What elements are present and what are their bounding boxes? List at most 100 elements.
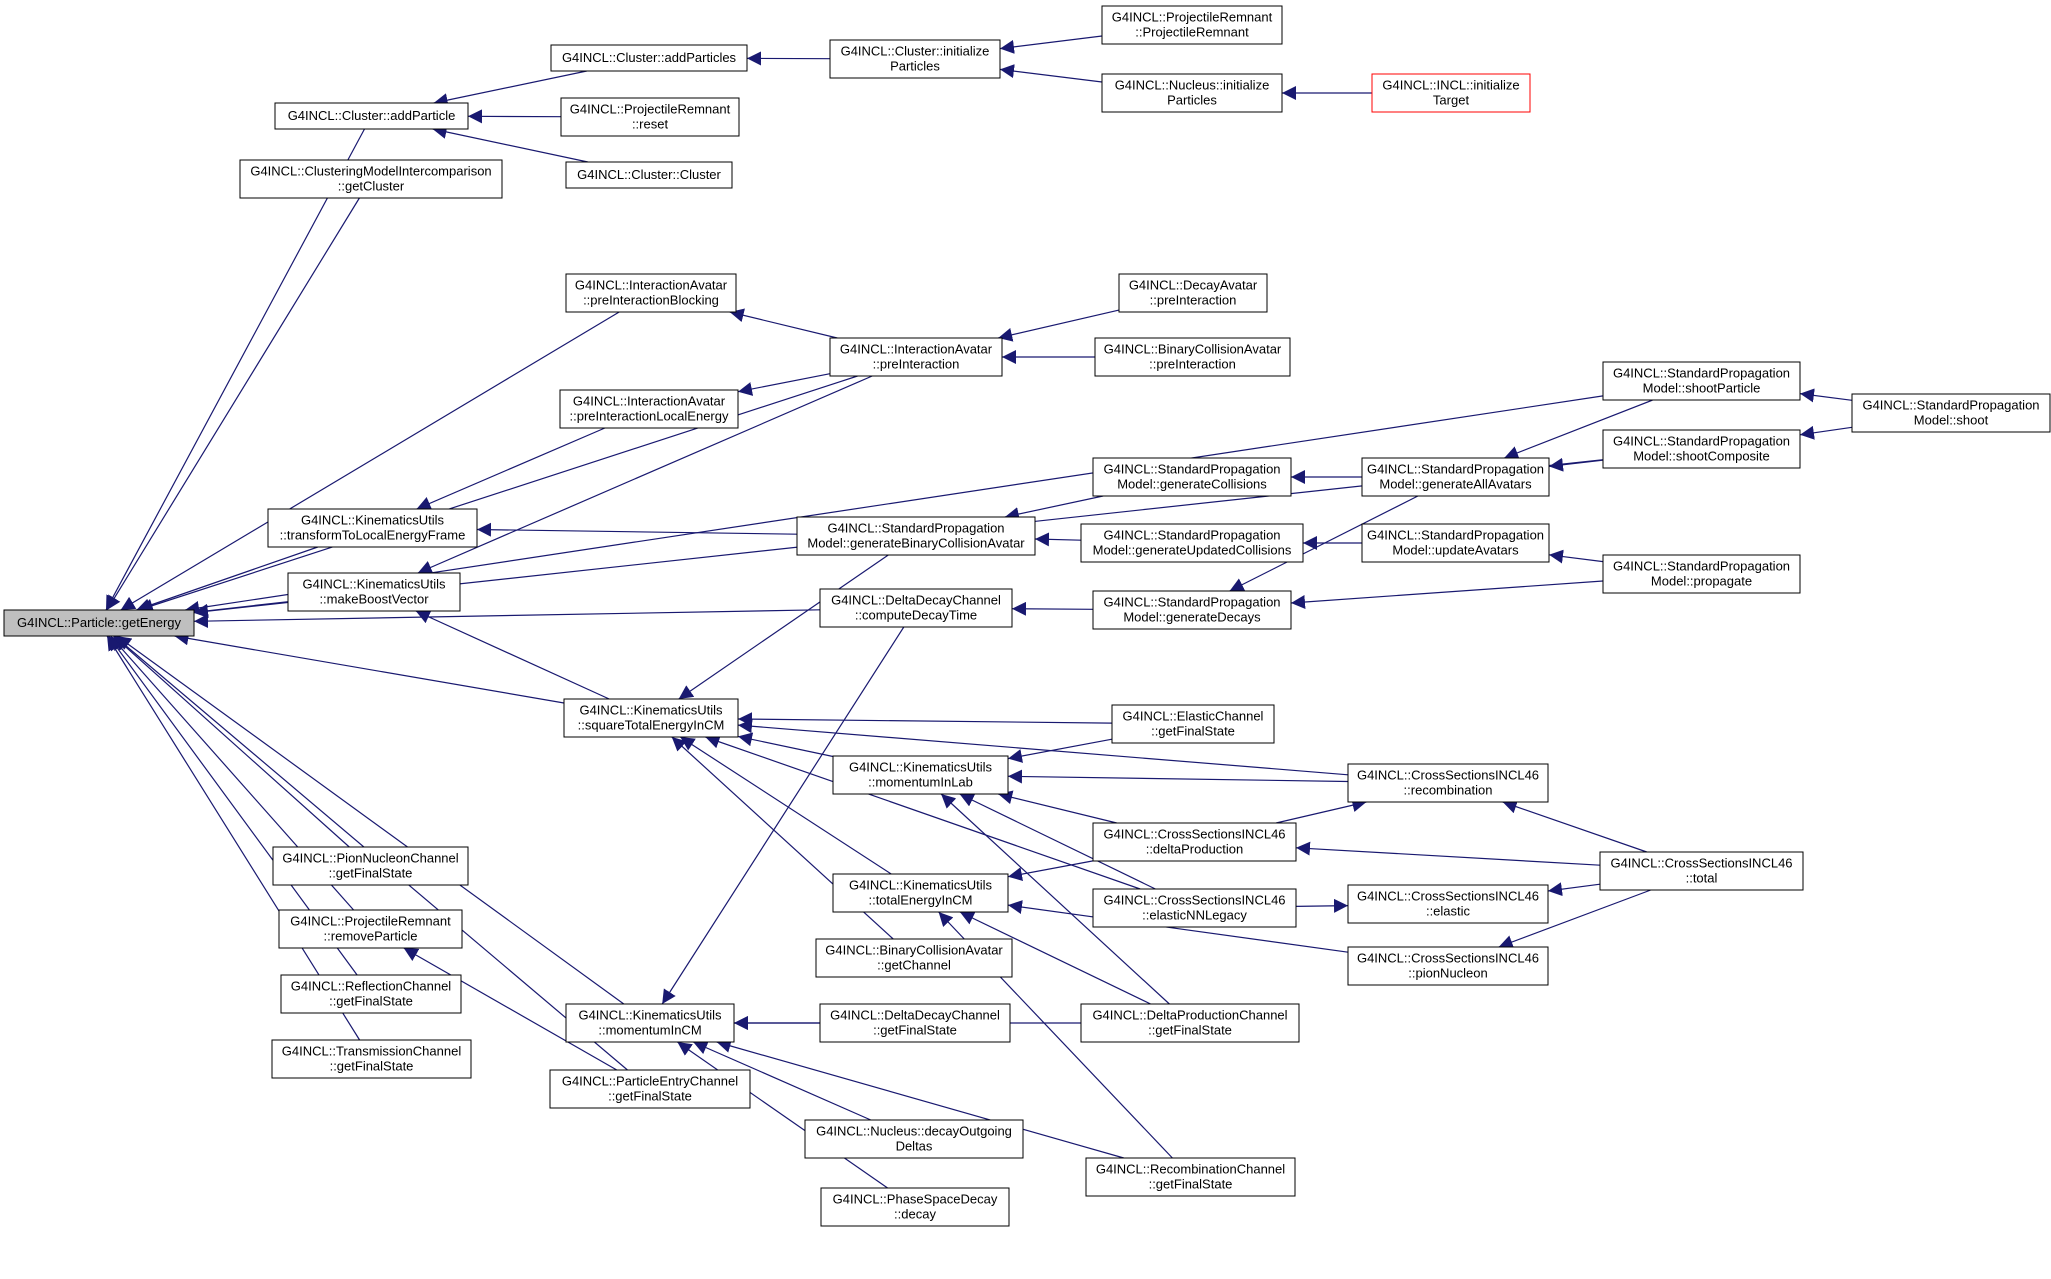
graph-node-cl_addParticle[interactable]: G4INCL::Cluster::addParticle	[274, 102, 469, 130]
graph-node-ec_final[interactable]: G4INCL::ElasticChannel::getFinalState	[1111, 704, 1275, 744]
graph-node-pr_reset[interactable]: G4INCL::ProjectileRemnant::reset	[560, 97, 740, 137]
graph-node-cl_ctor[interactable]: G4INCL::Cluster::Cluster	[565, 161, 733, 189]
node-box	[1101, 5, 1283, 45]
node-box	[829, 39, 1001, 79]
call-edge-nu_initParticles-to-cl_initParticles	[999, 64, 1103, 83]
node-label-line: G4INCL::KinematicsUtils	[849, 760, 993, 775]
call-edge-spm_propagate-to-spm_genDecays	[1290, 580, 1604, 609]
graph-node-ku_totalE[interactable]: G4INCL::KinematicsUtils::totalEnergyInCM	[832, 873, 1009, 913]
graph-node-cl_addParticles[interactable]: G4INCL::Cluster::addParticles	[550, 44, 748, 72]
node-box	[1094, 337, 1291, 377]
node-label-line: ::decay	[894, 1207, 936, 1222]
graph-node-pr_ctor[interactable]: G4INCL::ProjectileRemnant::ProjectileRem…	[1101, 5, 1283, 45]
node-box	[1602, 429, 1801, 469]
graph-node-ddc_decayTime[interactable]: G4INCL::DeltaDecayChannel::computeDecayT…	[819, 588, 1013, 628]
graph-node-ku_boost[interactable]: G4INCL::KinematicsUtils::makeBoostVector	[287, 572, 461, 612]
graph-node-ddc_final[interactable]: G4INCL::DeltaDecayChannel::getFinalState	[819, 1003, 1011, 1043]
graph-node-spm_genUpdated[interactable]: G4INCL::StandardPropagationModel::genera…	[1080, 523, 1304, 563]
graph-node-bca_pre[interactable]: G4INCL::BinaryCollisionAvatar::preIntera…	[1094, 337, 1291, 377]
node-label-line: Model::generateAllAvatars	[1379, 477, 1532, 492]
graph-node-pec_final[interactable]: G4INCL::ParticleEntryChannel::getFinalSt…	[549, 1069, 751, 1109]
node-label-line: G4INCL::DecayAvatar	[1129, 278, 1258, 293]
graph-node-rc_final[interactable]: G4INCL::ReflectionChannel::getFinalState	[280, 974, 462, 1014]
node-box	[1111, 704, 1275, 744]
call-edge-spm_genBCA-to-ku_toLocal	[476, 522, 798, 537]
call-edge-ia_pre-to-ia_preBlocking	[729, 308, 838, 339]
graph-node-cs_recomb[interactable]: G4INCL::CrossSectionsINCL46::recombinati…	[1347, 763, 1549, 803]
call-edge-cs_deltaProd-to-ku_totalE	[1007, 860, 1094, 882]
graph-node-ia_pre[interactable]: G4INCL::InteractionAvatar::preInteractio…	[829, 337, 1003, 377]
graph-node-ia_preLocal[interactable]: G4INCL::InteractionAvatar::preInteractio…	[559, 389, 739, 429]
graph-node-cs_deltaProd[interactable]: G4INCL::CrossSectionsINCL46::deltaProduc…	[1092, 822, 1297, 862]
node-box	[563, 698, 739, 738]
graph-node-cmi_getCluster[interactable]: G4INCL::ClusteringModelIntercomparison::…	[239, 159, 503, 199]
call-edge-spm_shootParticle-to-spm_genAll	[1503, 399, 1654, 460]
graph-node-pnc_final[interactable]: G4INCL::PionNucleonChannel::getFinalStat…	[272, 846, 469, 886]
graph-node-ku_toLocal[interactable]: G4INCL::KinematicsUtils::transformToLoca…	[267, 508, 478, 548]
call-edge-ku_totalE-to-ku_sqTotal	[679, 736, 892, 875]
node-label-line: G4INCL::DeltaDecayChannel	[830, 1008, 1000, 1023]
call-edge-cs_elasticNN-to-ku_sqTotal	[705, 735, 1141, 890]
node-box	[1851, 393, 2051, 433]
node-label-line: ::getChannel	[877, 958, 951, 973]
graph-node-ia_preBlocking[interactable]: G4INCL::InteractionAvatar::preInteractio…	[565, 273, 737, 313]
node-label-line: ::momentumInLab	[868, 775, 973, 790]
node-box	[819, 1003, 1011, 1043]
node-box	[1092, 457, 1292, 497]
call-edge-spm_shootComposite-to-spm_genAll	[1548, 457, 1604, 472]
node-label-line: ::getFinalState	[1151, 724, 1235, 739]
node-box	[1118, 273, 1268, 313]
node-label-line: G4INCL::CrossSectionsINCL46	[1357, 951, 1539, 966]
node-label-line: ::makeBoostVector	[319, 592, 429, 607]
node-box	[267, 508, 478, 548]
node-box	[1361, 523, 1550, 563]
node-label-line: G4INCL::DeltaProductionChannel	[1092, 1008, 1287, 1023]
graph-node-dpc_final[interactable]: G4INCL::DeltaProductionChannel::getFinal…	[1080, 1003, 1300, 1043]
node-label-line: G4INCL::Particle::getEnergy	[17, 615, 182, 630]
graph-node-recc_final[interactable]: G4INCL::RecombinationChannel::getFinalSt…	[1085, 1157, 1296, 1197]
node-box	[287, 572, 461, 612]
graph-node-ku_momCM[interactable]: G4INCL::KinematicsUtils::momentumInCM	[565, 1003, 735, 1043]
graph-node-cs_pionN[interactable]: G4INCL::CrossSectionsINCL46::pionNucleon	[1347, 946, 1549, 986]
node-label-line: ::getFinalState	[329, 994, 413, 1009]
graph-node-cs_elastic[interactable]: G4INCL::CrossSectionsINCL46::elastic	[1347, 884, 1549, 924]
graph-node-spm_genCollisions[interactable]: G4INCL::StandardPropagationModel::genera…	[1092, 457, 1292, 497]
node-box	[1085, 1157, 1296, 1197]
graph-node-spm_genAll[interactable]: G4INCL::StandardPropagationModel::genera…	[1361, 457, 1550, 497]
nodes-layer: G4INCL::Particle::getEnergy G4INCL::Clust…	[3, 5, 2051, 1227]
graph-node-tc_final[interactable]: G4INCL::TransmissionChannel::getFinalSta…	[271, 1039, 472, 1079]
graph-node-psd_decay[interactable]: G4INCL::PhaseSpaceDecay::decay	[820, 1187, 1010, 1227]
call-edge-spm_shoot-to-spm_shootComposite	[1799, 425, 1853, 440]
graph-node-ku_sqTotal[interactable]: G4INCL::KinematicsUtils::squareTotalEner…	[563, 698, 739, 738]
graph-node-pr_remove[interactable]: G4INCL::ProjectileRemnant::removeParticl…	[278, 909, 463, 949]
node-label-line: ::totalEnergyInCM	[868, 893, 972, 908]
node-box	[550, 44, 748, 72]
graph-node-da_pre[interactable]: G4INCL::DecayAvatar::preInteraction	[1118, 273, 1268, 313]
graph-node-ku_momLab[interactable]: G4INCL::KinematicsUtils::momentumInLab	[832, 755, 1009, 795]
call-edge-pec_final-to-pr_remove	[403, 947, 618, 1071]
call-edge-spm_genBCA-to-ku_sqTotal	[678, 554, 889, 700]
node-box	[565, 273, 737, 313]
node-box	[796, 516, 1036, 556]
graph-node-spm_shootComposite[interactable]: G4INCL::StandardPropagationModel::shootC…	[1602, 429, 1801, 469]
graph-node-bca_channel[interactable]: G4INCL::BinaryCollisionAvatar::getChanne…	[815, 938, 1013, 978]
graph-node-spm_genBCA[interactable]: G4INCL::StandardPropagationModel::genera…	[796, 516, 1036, 556]
graph-node-spm_genDecays[interactable]: G4INCL::StandardPropagationModel::genera…	[1092, 590, 1292, 630]
node-label-line: Deltas	[896, 1139, 933, 1154]
graph-node-cs_total[interactable]: G4INCL::CrossSectionsINCL46::total	[1599, 851, 1804, 891]
node-label-line: G4INCL::StandardPropagation	[827, 521, 1004, 536]
graph-node-cs_elasticNN[interactable]: G4INCL::CrossSectionsINCL46::elasticNNLe…	[1092, 888, 1297, 928]
node-label-line: ::getFinalState	[608, 1089, 692, 1104]
call-edge-spm_genAll-to-spm_genDecays	[1229, 495, 1419, 592]
graph-node-spm_shootParticle[interactable]: G4INCL::StandardPropagationModel::shootP…	[1602, 361, 1801, 401]
graph-node-spm_propagate[interactable]: G4INCL::StandardPropagationModel::propag…	[1602, 554, 1801, 594]
graph-node-spm_updateAvatars[interactable]: G4INCL::StandardPropagationModel::update…	[1361, 523, 1550, 563]
graph-node-root[interactable]: G4INCL::Particle::getEnergy	[3, 609, 195, 637]
call-edge-ddc_decayTime-to-ku_momCM	[661, 626, 905, 1005]
